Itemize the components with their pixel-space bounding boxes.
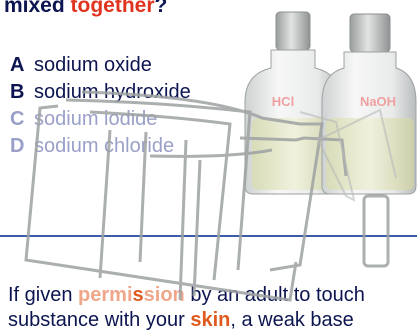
answer-text: sodium hydroxide <box>34 81 191 103</box>
lettering-highlight-frames <box>299 108 397 202</box>
answer-text: sodium iodide <box>34 108 158 130</box>
skin-word: skin <box>190 309 231 331</box>
line1-prefix: If given <box>8 284 79 306</box>
answer-text: sodium oxide <box>34 54 152 76</box>
naoh-bottle-icon: NaOH <box>321 13 417 195</box>
permission-word: permission <box>78 284 185 306</box>
line2-suffix: , a weak base <box>230 309 354 331</box>
naoh-label: NaOH <box>360 94 396 109</box>
question-tail: ? <box>154 0 168 17</box>
question-accent-word: together <box>70 0 155 17</box>
question-lead: mixed <box>4 0 71 17</box>
line2-prefix: substance with your <box>8 309 191 331</box>
permission-part-s: s <box>132 284 144 306</box>
answer-text: sodium chloride <box>34 135 175 157</box>
answer-letter: B <box>10 81 25 103</box>
answer-letter: A <box>10 54 25 76</box>
hcl-bottle-icon: HCl <box>244 11 342 195</box>
hcl-label: HCl <box>272 94 294 109</box>
answer-letter: C <box>10 108 25 130</box>
line1-suffix: by an adult to touch <box>184 284 365 306</box>
question-text: mixed together? <box>4 0 167 18</box>
instruction-line-1: If given permission by an adult to touch <box>8 284 365 306</box>
permission-part-b: sion <box>143 284 185 306</box>
answer-letter: D <box>10 135 25 157</box>
instruction-line-2: substance with your skin, a weak base <box>8 309 354 331</box>
divider-rule <box>0 235 417 237</box>
permission-part-a: permi <box>78 284 133 306</box>
